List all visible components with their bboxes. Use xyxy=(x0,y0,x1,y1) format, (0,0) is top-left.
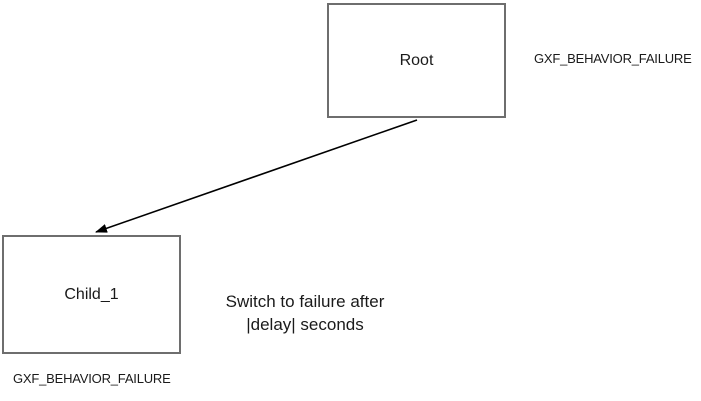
edge-annotation: Switch to failure after |delay| seconds xyxy=(205,290,405,336)
edge-root-to-child-line xyxy=(95,119,418,233)
node-root-status-label: GXF_BEHAVIOR_FAILURE xyxy=(534,51,692,66)
node-child-1-label: Child_1 xyxy=(64,285,119,303)
edge-annotation-line-2: |delay| seconds xyxy=(246,315,364,334)
node-root: Root xyxy=(327,3,506,118)
node-child-1: Child_1 xyxy=(2,235,181,354)
edge-annotation-line-1: Switch to failure after xyxy=(225,292,385,311)
node-child-1-status-label: GXF_BEHAVIOR_FAILURE xyxy=(13,371,171,386)
node-root-label: Root xyxy=(399,51,434,69)
